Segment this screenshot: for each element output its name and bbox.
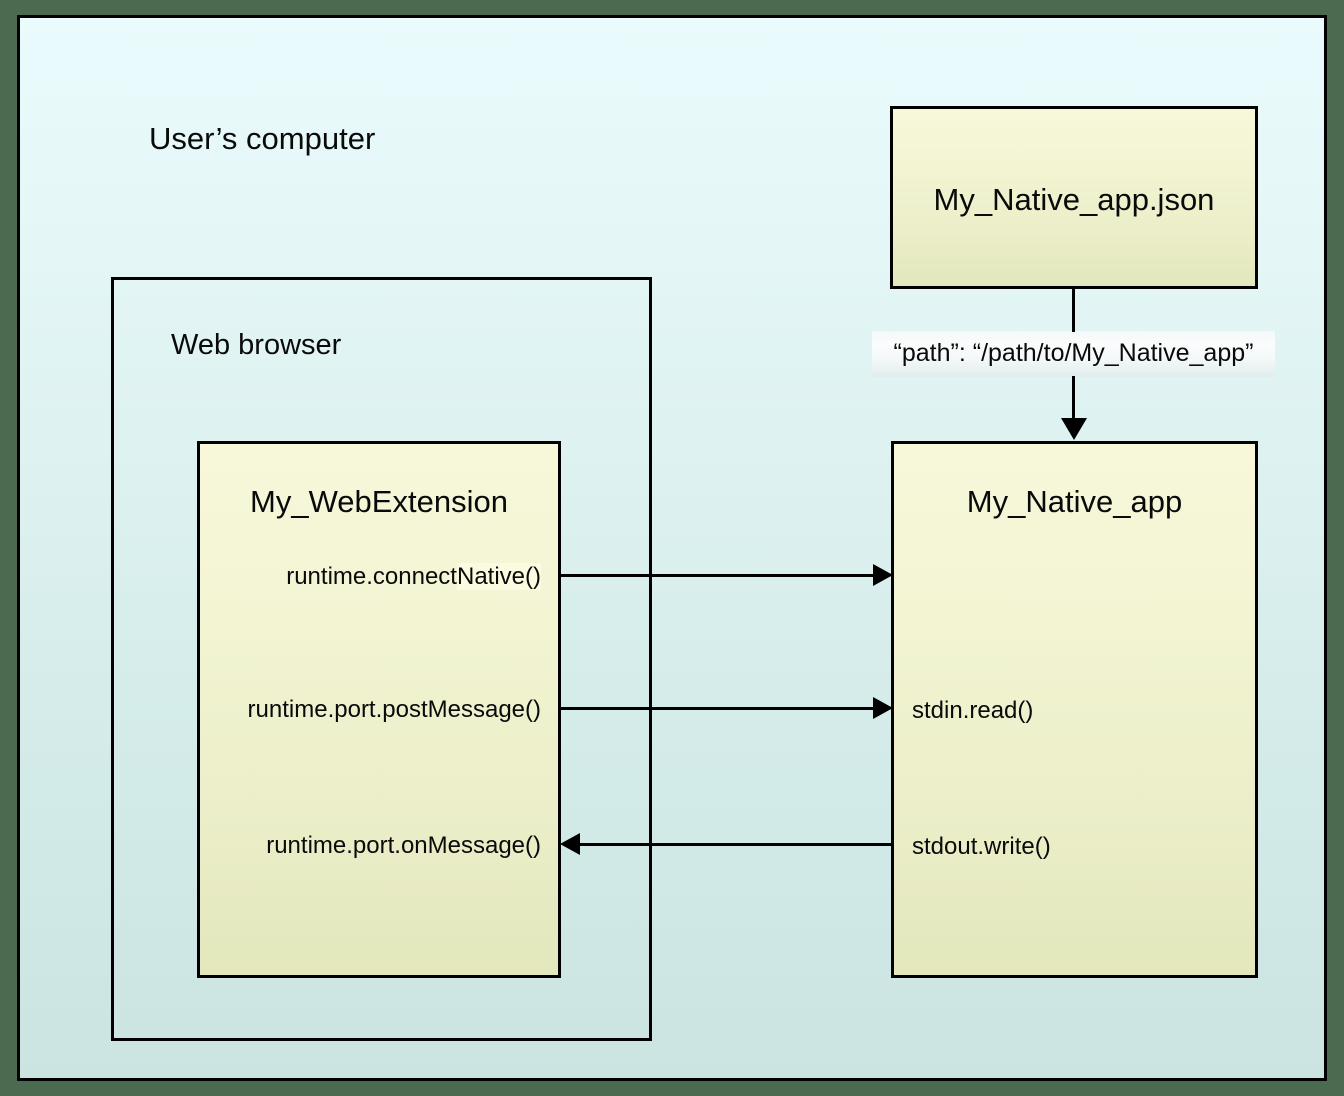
connector-path-to-native-line [1072, 376, 1075, 421]
native-app-title: My_Native_app [966, 484, 1183, 519]
native-app-box: My_Native_app stdin.read() stdout.write(… [891, 441, 1258, 978]
connector-connect-native-arrowhead-icon [873, 564, 893, 586]
connector-post-message-line [560, 707, 876, 710]
call-post-message: runtime.port.postMessage() [247, 696, 541, 723]
web-browser-label: Web browser [171, 329, 342, 361]
connector-path-to-native-arrowhead-icon [1061, 418, 1087, 440]
connector-on-message-line [580, 843, 893, 846]
connector-post-message-arrowhead-icon [873, 697, 893, 719]
connector-connect-native-line [560, 574, 876, 577]
call-stdin-read: stdin.read() [912, 697, 1034, 724]
users-computer-label: User’s computer [149, 121, 376, 156]
users-computer-panel: User’s computer Web browser My_Native_ap… [17, 15, 1327, 1081]
path-annotation-text: “path”: “/path/to/My_Native_app” [893, 339, 1254, 367]
native-manifest-box: My_Native_app.json [890, 106, 1258, 289]
call-connect-native: runtime.connectNative() [286, 563, 541, 590]
web-extension-box: My_WebExtension runtime.connectNative() … [197, 441, 561, 978]
web-extension-title: My_WebExtension [250, 484, 508, 519]
native-manifest-title: My_Native_app.json [933, 182, 1215, 217]
call-connect-native-highlight: Native() [456, 563, 541, 590]
call-connect-native-prefix: runtime.connect [286, 563, 457, 590]
web-browser-box [111, 277, 652, 1041]
call-stdout-write: stdout.write() [912, 833, 1051, 860]
call-on-message: runtime.port.onMessage() [266, 832, 541, 859]
path-annotation-band: “path”: “/path/to/My_Native_app” [872, 331, 1275, 377]
connector-manifest-to-path-line [1072, 289, 1075, 332]
connector-on-message-arrowhead-icon [560, 833, 580, 855]
